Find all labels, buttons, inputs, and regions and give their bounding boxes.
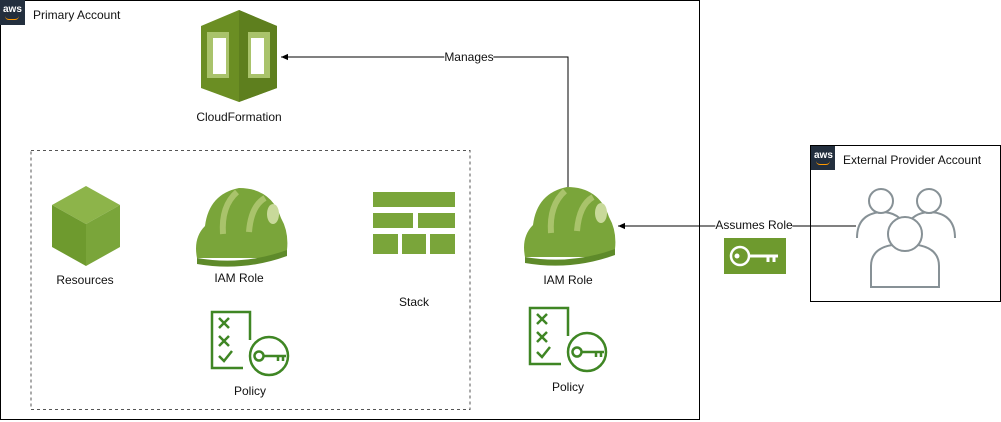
assumes-role-edge-label: Assumes Role xyxy=(715,218,793,232)
policy-key-icon[interactable] xyxy=(528,306,608,373)
manages-edge[interactable] xyxy=(281,53,569,187)
aws-logo-text: aws xyxy=(3,4,22,15)
cloudformation-icon[interactable] xyxy=(201,10,277,102)
manages-edge-label: Manages xyxy=(444,50,494,64)
stack-label: Stack xyxy=(398,295,430,309)
hard-hat-icon[interactable] xyxy=(524,187,616,266)
resource-cube-icon[interactable] xyxy=(52,186,120,266)
external-account-label: External Provider Account xyxy=(843,153,982,167)
primary-account-label: Primary Account xyxy=(33,8,121,22)
aws-smile-icon xyxy=(816,161,830,165)
aws-logo: aws xyxy=(811,146,835,170)
primary-account-group[interactable] xyxy=(0,0,700,420)
iam-role-label: IAM Role xyxy=(543,273,593,287)
aws-smile-icon xyxy=(5,16,19,20)
users-group-icon[interactable] xyxy=(856,188,956,288)
aws-logo: aws xyxy=(0,0,25,25)
policy-label: Policy xyxy=(551,380,585,394)
policy-key-icon[interactable] xyxy=(210,310,290,377)
policy-label: Policy xyxy=(233,384,267,398)
stack-resources-group[interactable] xyxy=(30,150,471,410)
stack-icon[interactable] xyxy=(373,192,455,254)
iam-role-label: IAM Role xyxy=(214,271,264,285)
hard-hat-icon[interactable] xyxy=(196,188,288,267)
aws-logo-text: aws xyxy=(814,150,833,161)
cloudformation-label: CloudFormation xyxy=(196,110,282,124)
key-icon[interactable] xyxy=(724,238,786,274)
resources-label: Resources xyxy=(56,273,114,287)
